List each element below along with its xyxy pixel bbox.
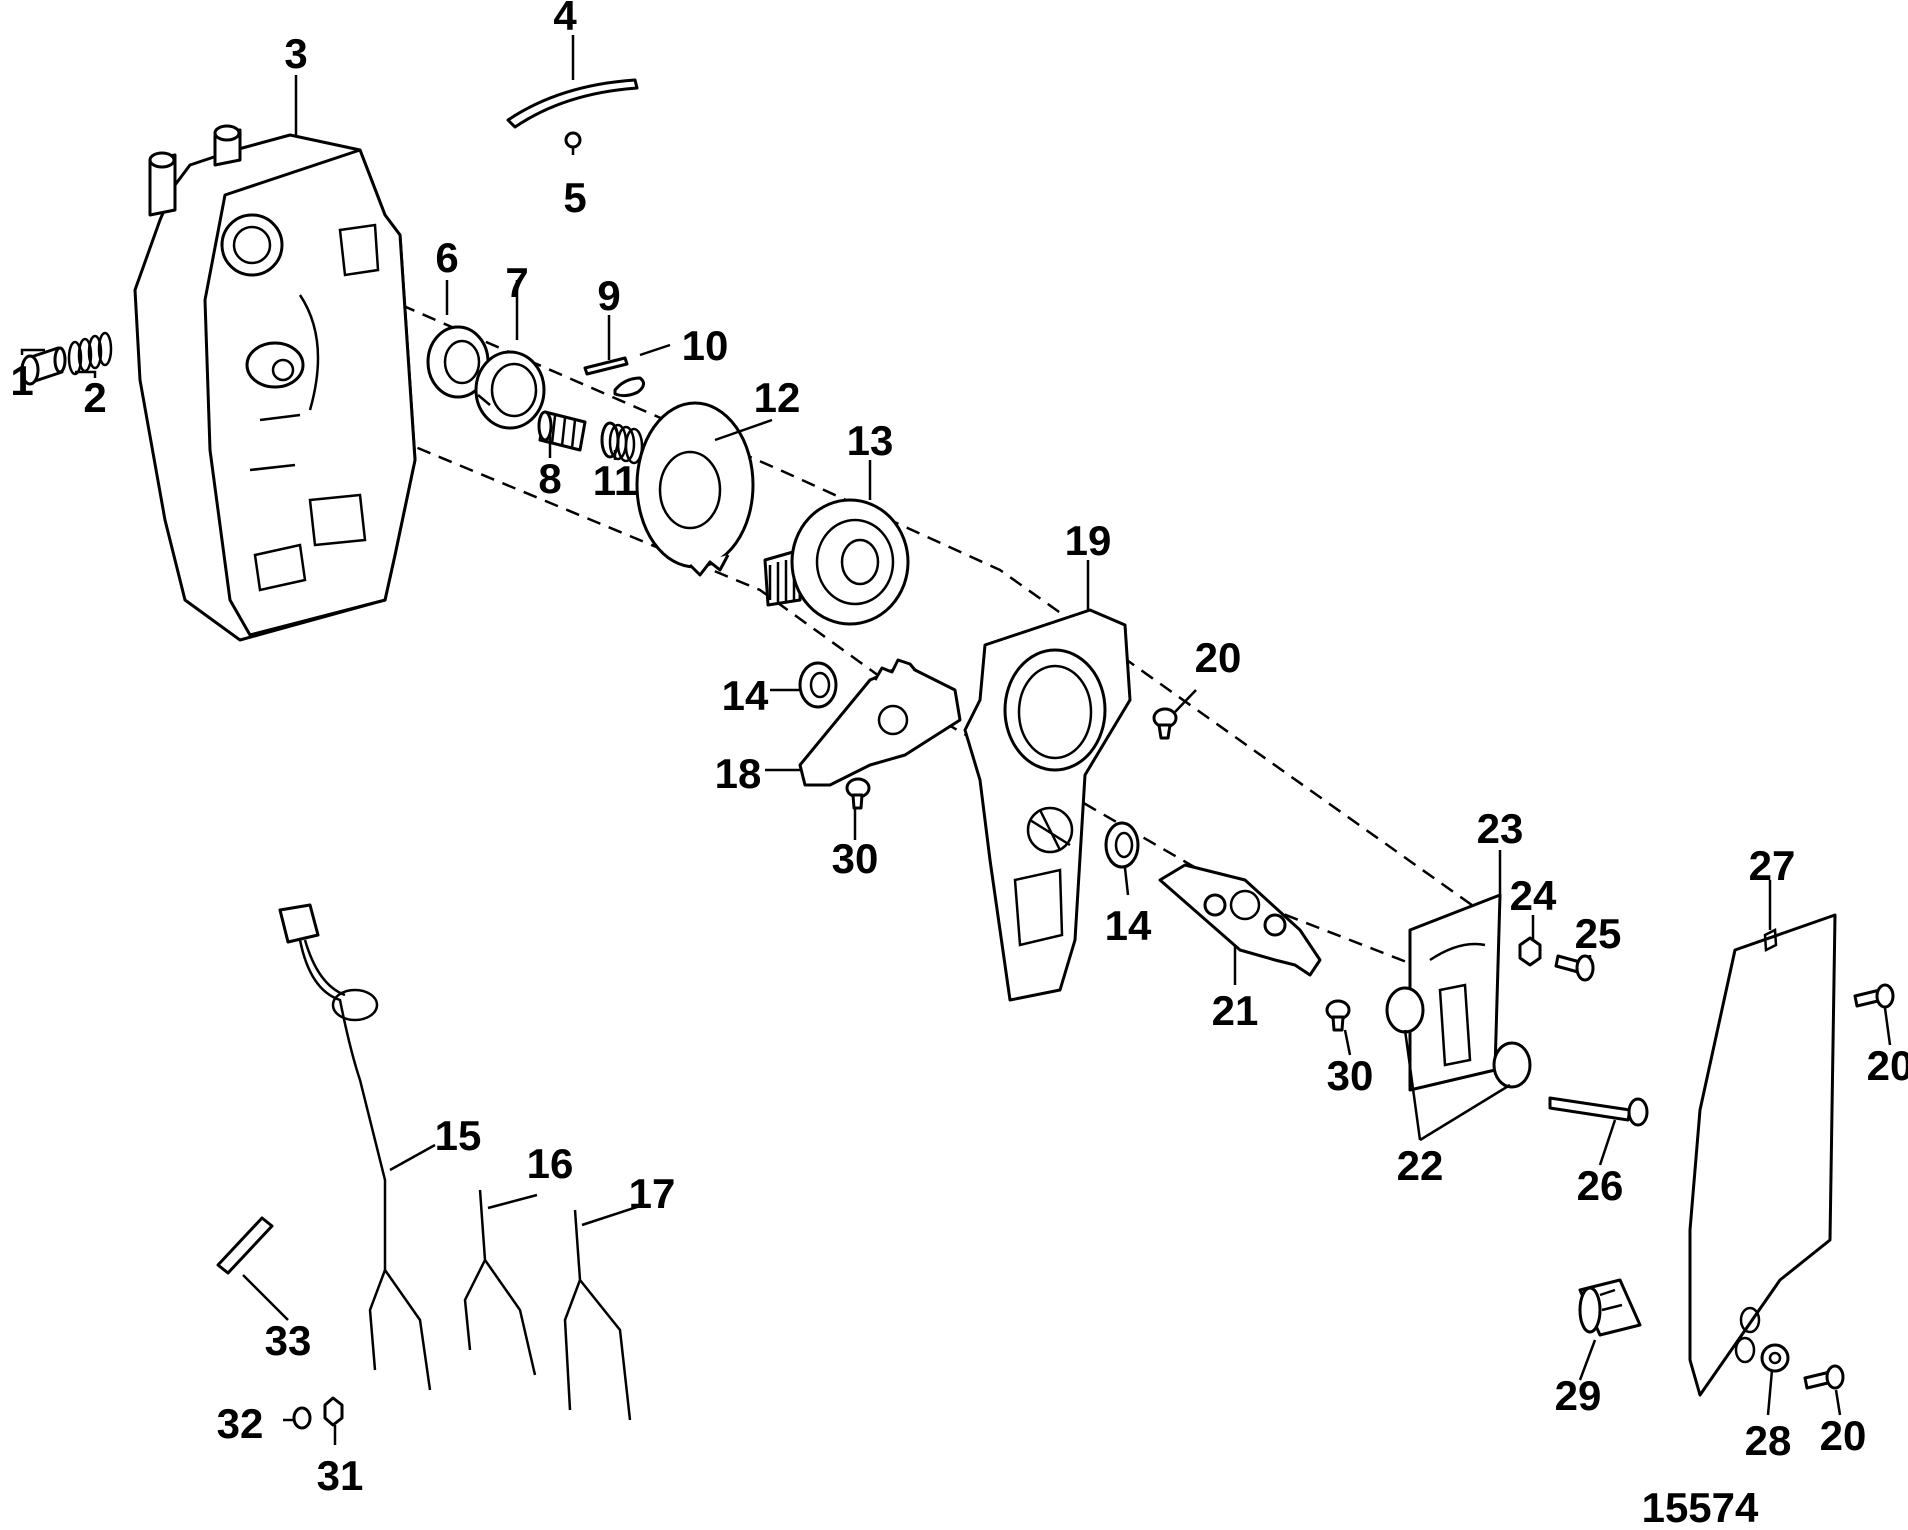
callout-15: 15	[435, 1112, 482, 1159]
callout-13: 13	[847, 417, 894, 464]
callout-20b: 20	[1867, 1042, 1908, 1089]
callout-21: 21	[1212, 987, 1259, 1034]
callout-4: 4	[553, 0, 577, 39]
disc-part-22b	[1492, 1041, 1532, 1089]
callout-20a: 20	[1195, 634, 1242, 681]
callout-16: 16	[527, 1140, 574, 1187]
callout-9: 9	[597, 272, 620, 319]
cover-plate-part-27	[1688, 913, 1837, 1397]
wire-harness-part-16	[463, 1189, 537, 1376]
bushing-part-14b	[1104, 821, 1140, 869]
key-part-10	[613, 376, 645, 398]
spring-part-11	[600, 421, 644, 465]
callout-14b: 14	[1105, 902, 1152, 949]
gear-assembly-part-13	[763, 498, 910, 626]
callout-1: 1	[10, 357, 33, 404]
callout-3: 3	[284, 30, 307, 77]
callout-24: 24	[1510, 872, 1557, 919]
callout-6: 6	[435, 234, 458, 281]
callout-8: 8	[538, 455, 561, 502]
screw-part-20a	[1152, 707, 1178, 740]
callout-18: 18	[715, 750, 762, 797]
callout-20c: 20	[1820, 1412, 1867, 1459]
sleeve-part-33	[216, 1216, 274, 1275]
callout-31: 31	[317, 1452, 364, 1499]
pin-part	[20, 346, 67, 386]
wire-harness-part-15	[278, 903, 432, 1391]
screw-part-20c	[1803, 1364, 1845, 1390]
seal-strip-part	[506, 78, 639, 129]
nut-part-31	[323, 1396, 344, 1427]
washer-part-28	[1760, 1343, 1790, 1373]
ball-part	[564, 131, 582, 149]
callout-33: 33	[265, 1317, 312, 1364]
callout-11: 11	[593, 457, 637, 504]
housing-frame-part-19	[963, 608, 1132, 1002]
callout-10: 10	[682, 322, 729, 369]
callout-29: 29	[1555, 1372, 1602, 1419]
lever-plate-part-18	[798, 658, 962, 787]
callout-labels: 1 2 3 4 5 6 7 8 9 10 11 12 13 14 14 15 1…	[10, 0, 1908, 1530]
control-housing-part	[133, 124, 417, 642]
callout-26: 26	[1577, 1162, 1624, 1209]
callout-14a: 14	[722, 672, 769, 719]
snap-ring-part-7	[474, 350, 546, 430]
callout-22: 22	[1397, 1142, 1444, 1189]
screw-part-20b	[1853, 983, 1895, 1009]
callout-27: 27	[1749, 842, 1796, 889]
pin-part-9	[583, 356, 629, 376]
callout-12: 12	[754, 374, 801, 421]
figure-number: 15574	[1642, 1484, 1759, 1530]
callout-17: 17	[629, 1170, 676, 1217]
screw-part-30a	[845, 777, 871, 810]
callout-25: 25	[1575, 910, 1622, 957]
screw-part-30b	[1325, 999, 1351, 1032]
callout-23: 23	[1477, 805, 1524, 852]
callout-19: 19	[1065, 517, 1112, 564]
callout-30b: 30	[1327, 1052, 1374, 1099]
ring-part-6	[426, 325, 490, 399]
disc-part-22a	[1385, 986, 1425, 1034]
screw-part-25	[1554, 954, 1595, 982]
leader-lines	[20, 35, 1892, 1445]
cam-plate-part-23	[1408, 893, 1502, 1092]
callout-28: 28	[1745, 1417, 1792, 1464]
detent-plate-part-12	[635, 401, 755, 577]
callout-5: 5	[563, 174, 586, 221]
nut-part-24	[1518, 936, 1542, 967]
callout-7: 7	[505, 259, 528, 306]
bushing-part-14a	[798, 661, 838, 709]
shift-lever-part-21	[1158, 863, 1322, 977]
callout-2: 2	[83, 374, 106, 421]
spring-part	[67, 331, 113, 376]
screw-part-32	[292, 1406, 312, 1430]
detent-part-8	[537, 410, 587, 452]
clip-part-29	[1578, 1278, 1642, 1337]
wire-harness-part-17	[563, 1209, 632, 1421]
bolt-part-26	[1548, 1096, 1649, 1127]
callout-32: 32	[217, 1400, 264, 1447]
callout-30a: 30	[832, 835, 879, 882]
